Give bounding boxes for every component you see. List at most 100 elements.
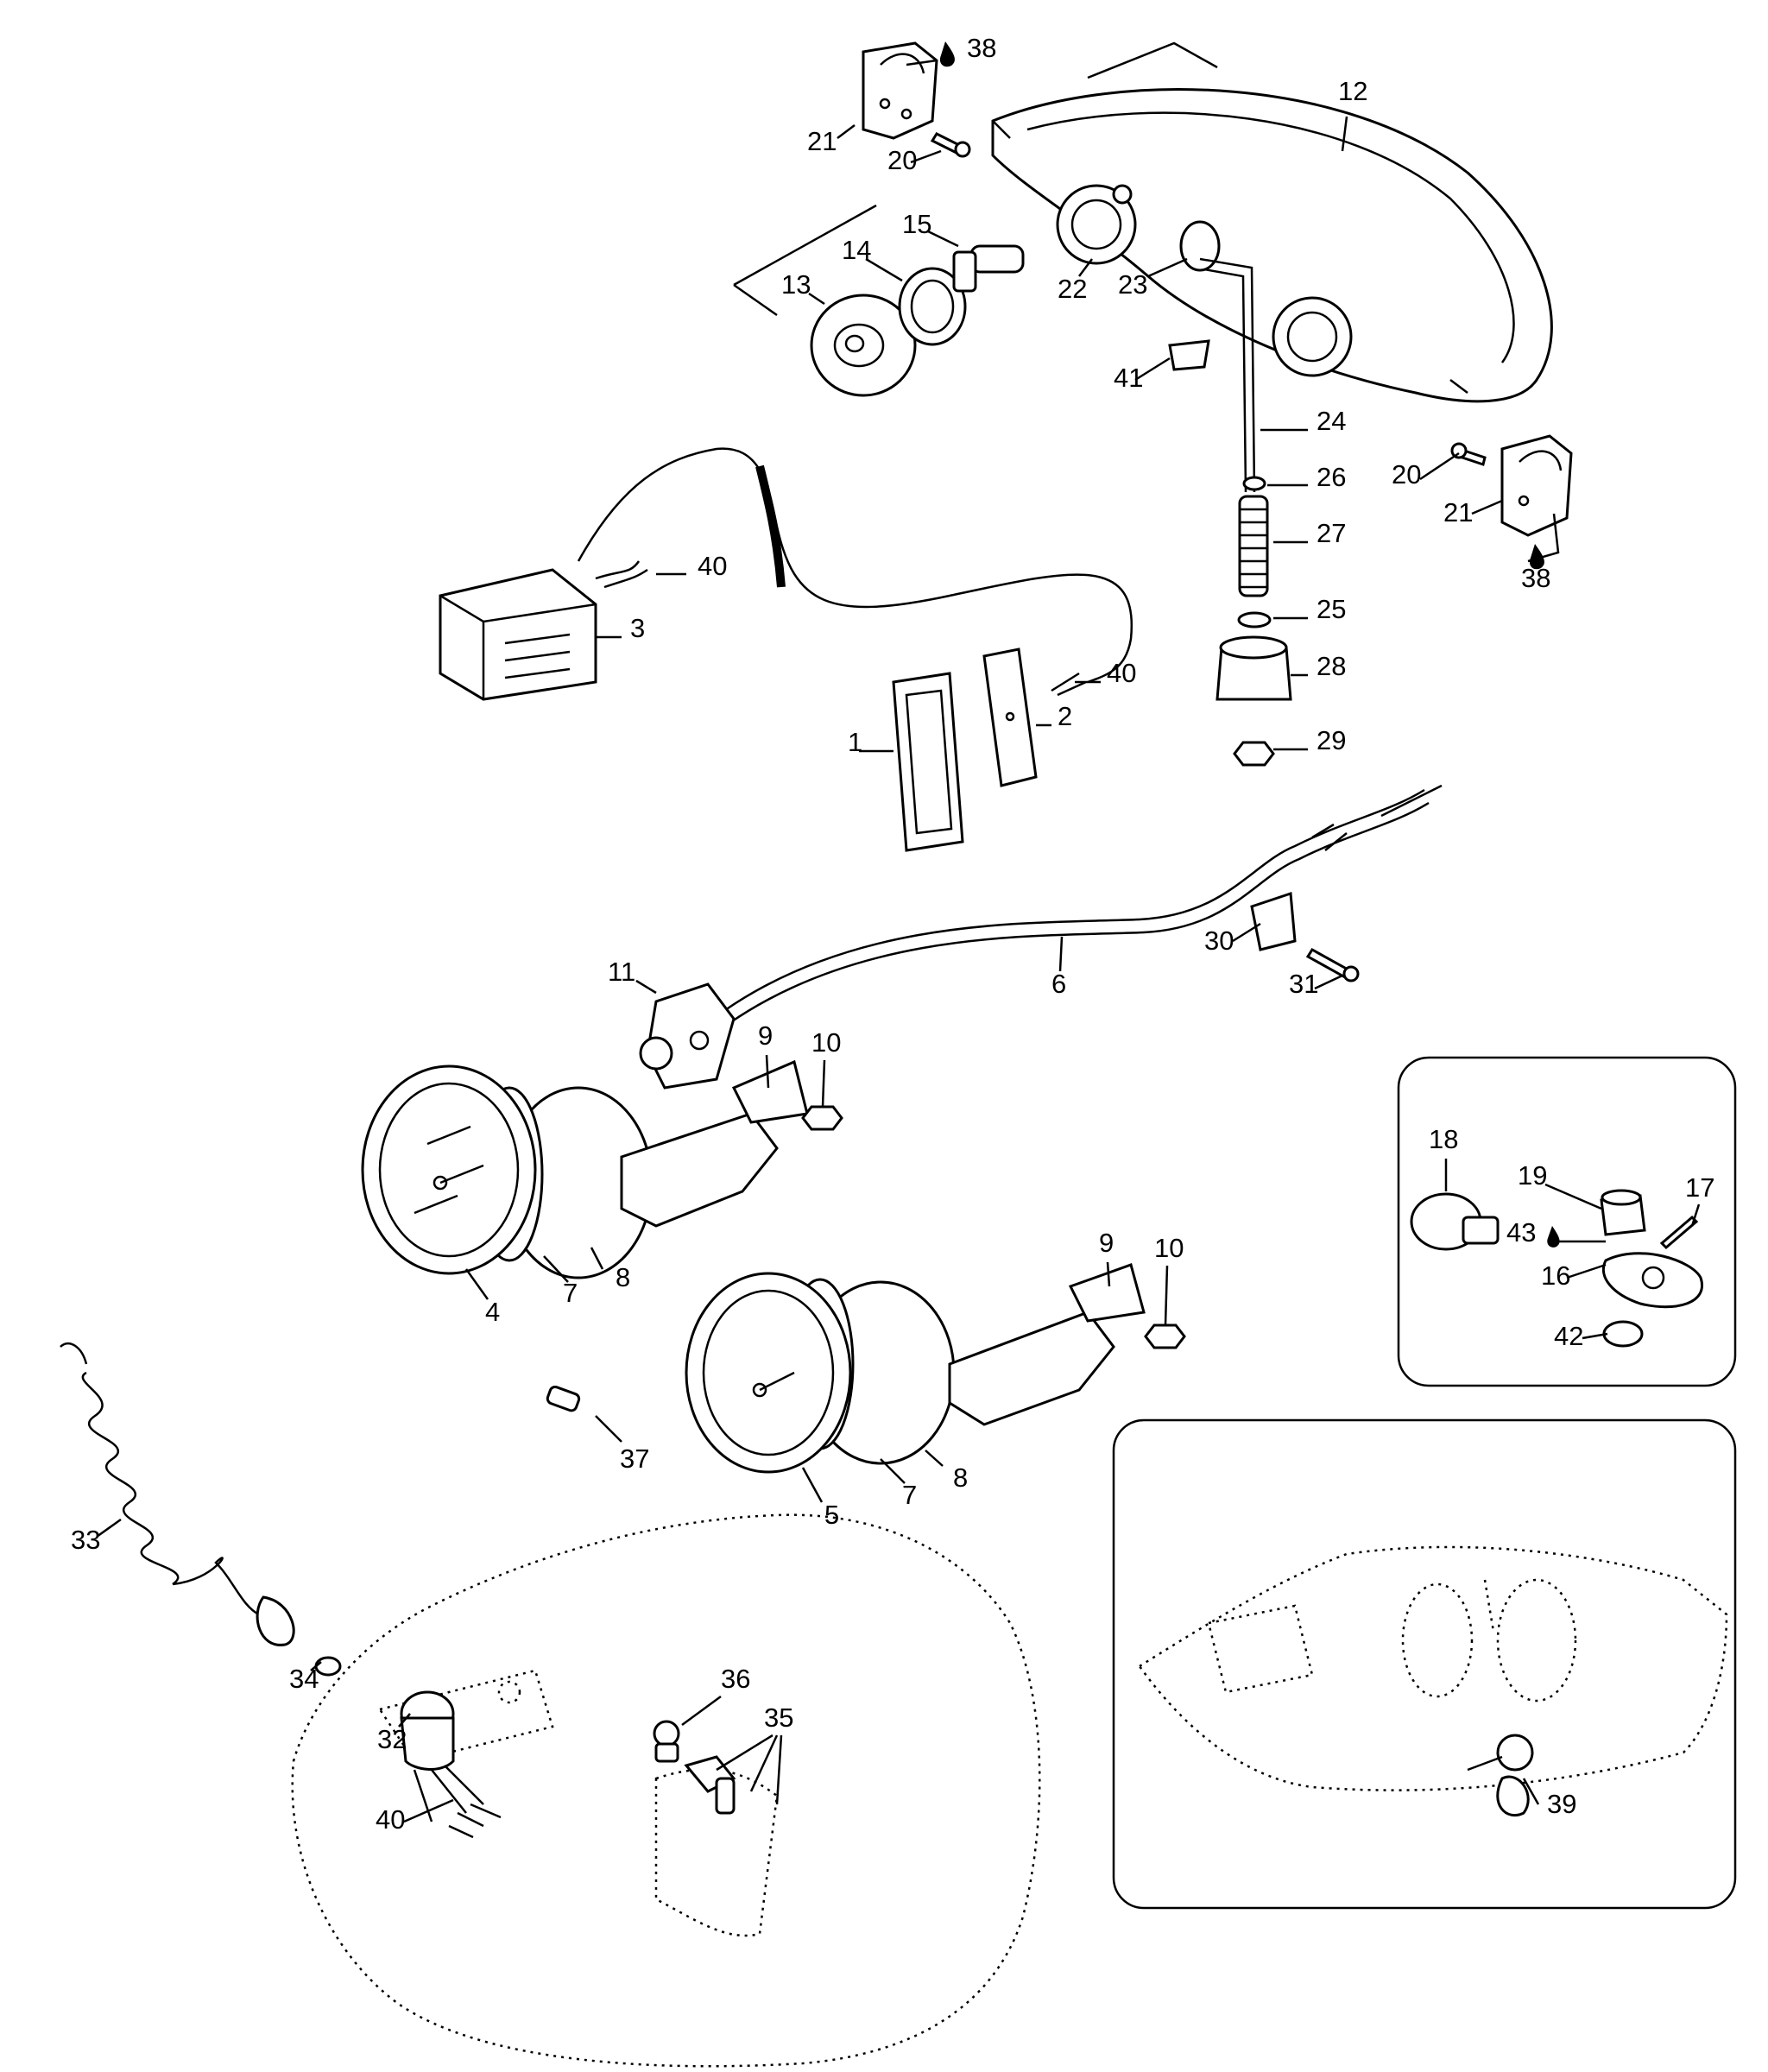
drive-adapter [639, 982, 736, 1090]
speedometer-cable [724, 784, 1443, 1025]
rubber-boot [810, 294, 917, 397]
part-label-21: 21 [1443, 497, 1473, 527]
ignition-switch [400, 1690, 484, 1822]
oil-drop-icon [939, 41, 955, 67]
part-label-38: 38 [1521, 563, 1550, 593]
part-label-15: 15 [902, 209, 931, 239]
part-label-35: 35 [764, 1702, 793, 1733]
leader-lines [96, 59, 1701, 1823]
headlight-bracket-line [1087, 41, 1218, 79]
gasket [1601, 1252, 1704, 1309]
part-label-1: 1 [848, 727, 862, 757]
hex-nut [1233, 741, 1275, 767]
part-label-21: 21 [807, 126, 837, 156]
gauge-4-bracket [620, 1059, 809, 1228]
oil-drop-icon [1529, 544, 1544, 570]
part-label-20: 20 [887, 145, 917, 175]
nut-10b [1144, 1323, 1186, 1349]
indicator-bulb [546, 1385, 581, 1412]
part-label-41: 41 [1114, 363, 1143, 393]
part-label-19: 19 [1518, 1160, 1547, 1191]
part-label-33: 33 [71, 1525, 100, 1555]
switch-bracket [982, 648, 1038, 787]
lanyard-grommet [314, 1656, 342, 1677]
part-label-12: 12 [1338, 76, 1367, 106]
part-label-27: 27 [1317, 518, 1346, 548]
part-label-7: 7 [902, 1480, 917, 1510]
part-label-34: 34 [289, 1664, 319, 1694]
part-label-16: 16 [1541, 1260, 1570, 1291]
part-label-2: 2 [1058, 701, 1072, 731]
part-label-43: 43 [1506, 1217, 1536, 1248]
part-label-39: 39 [1547, 1789, 1576, 1819]
part-label-36: 36 [721, 1664, 750, 1694]
part-label-40: 40 [698, 551, 727, 581]
part-label-37: 37 [620, 1443, 649, 1474]
part-label-3: 3 [630, 613, 645, 643]
part-label-5: 5 [824, 1500, 839, 1530]
retaining-ring [898, 267, 967, 346]
part-label-4: 4 [485, 1297, 500, 1327]
part-label-10: 10 [811, 1027, 841, 1058]
mount-bracket-top [862, 41, 938, 140]
nut-10a [801, 1105, 843, 1131]
oil-drop-icon [1547, 1226, 1560, 1248]
gauge-5-bracket [948, 1263, 1146, 1426]
adjuster-grommet [1179, 220, 1221, 272]
harness-wire [577, 447, 1133, 684]
part-label-40: 40 [1107, 658, 1136, 688]
part-label-10: 10 [1154, 1233, 1184, 1263]
part-label-30: 30 [1204, 925, 1234, 956]
adjuster-knob [1216, 635, 1292, 701]
part-label-42: 42 [1554, 1321, 1583, 1351]
part-label-6: 6 [1051, 969, 1066, 999]
part-label-8: 8 [616, 1262, 630, 1292]
wire-clip [1168, 339, 1210, 371]
toggle-switch [684, 1755, 736, 1815]
ignition-key [1467, 1734, 1534, 1817]
part-label-9: 9 [1099, 1228, 1114, 1258]
gauge-5 [685, 1272, 956, 1474]
indicator-lamp [653, 1720, 680, 1763]
part-label-13: 13 [781, 269, 811, 300]
part-label-38: 38 [967, 33, 996, 63]
part-label-32: 32 [377, 1724, 407, 1754]
part-label-22: 22 [1058, 274, 1087, 304]
part-label-14: 14 [842, 235, 871, 265]
inset-box-sensor [1397, 1056, 1737, 1387]
safety-lanyard [60, 1342, 295, 1646]
adjuster-rod [1199, 257, 1256, 493]
part-label-8: 8 [953, 1462, 968, 1493]
part-label-17: 17 [1685, 1172, 1714, 1203]
part-label-31: 31 [1289, 969, 1318, 999]
part-label-11: 11 [608, 957, 635, 987]
terminal-pin-a [595, 560, 648, 589]
part-label-7: 7 [563, 1278, 578, 1308]
part-label-25: 25 [1317, 594, 1346, 624]
terminal-pins-c [448, 1803, 502, 1839]
washer-26 [1242, 476, 1266, 491]
inset-box-console [1112, 1418, 1737, 1910]
console-outline [1138, 1545, 1728, 1791]
gauge-4 [361, 1064, 654, 1279]
terminal-pin-b [1051, 672, 1087, 697]
adjuster-spring [1238, 495, 1269, 597]
dashboard-panel [291, 1513, 1041, 2068]
mount-bracket-right [1500, 434, 1573, 537]
switch-bezel [892, 672, 964, 852]
part-label-40: 40 [376, 1804, 405, 1835]
headlight-housing [991, 88, 1553, 403]
sensor-switch [1600, 1189, 1646, 1236]
temperature-sensor [1410, 1192, 1500, 1251]
part-label-29: 29 [1317, 725, 1346, 755]
headlight-bulb [952, 244, 1025, 293]
part-label-23: 23 [1118, 269, 1147, 300]
part-label-9: 9 [758, 1020, 773, 1051]
o-ring [1602, 1320, 1644, 1348]
part-label-26: 26 [1317, 462, 1346, 492]
connector-housing [439, 568, 597, 701]
part-label-20: 20 [1392, 459, 1421, 490]
cable-clamp [1250, 891, 1297, 951]
